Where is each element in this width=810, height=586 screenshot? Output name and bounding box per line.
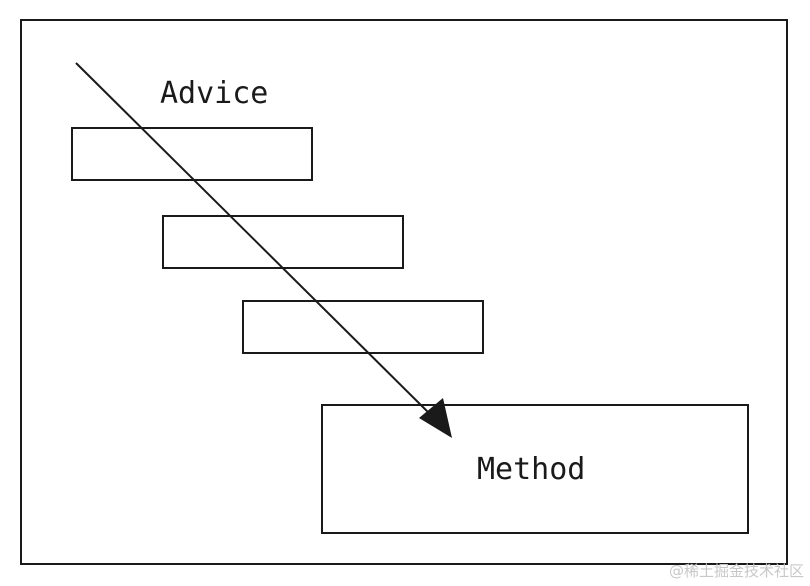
- advice-label: Advice: [160, 76, 269, 111]
- watermark: @稀土掘金技术社区: [668, 562, 804, 580]
- method-box: [321, 404, 749, 534]
- arrow-line: [75, 62, 437, 421]
- advice-box-3: [242, 300, 484, 354]
- arrow-head-icon: [419, 398, 452, 438]
- advice-box-1: [71, 127, 313, 181]
- method-label: Method: [477, 452, 586, 487]
- outer-frame: [20, 19, 788, 565]
